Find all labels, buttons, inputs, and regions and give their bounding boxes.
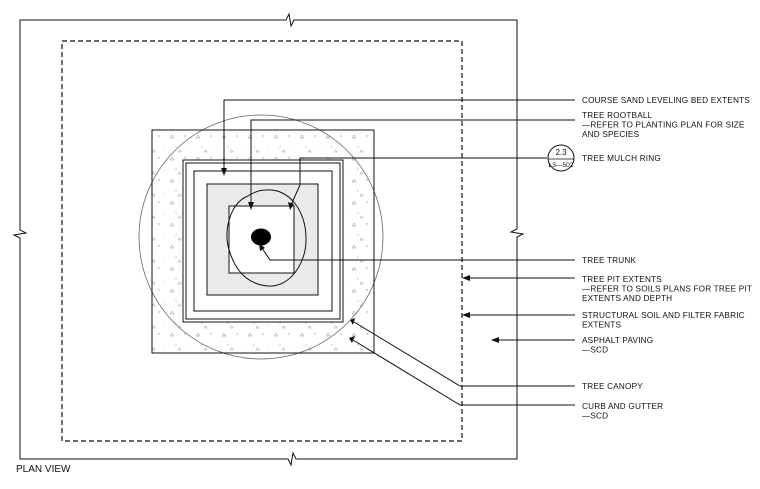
callout-labels: COURSE SAND LEVELING BED EXTENTS TREE RO… [582, 96, 752, 421]
label-pit-extents-2: —REFER TO SOILS PLANS FOR TREE PIT [582, 285, 752, 294]
leader-lines [221, 99, 575, 406]
label-asphalt-1: ASPHALT PAVING [582, 336, 653, 345]
label-sand-bed: COURSE SAND LEVELING BED EXTENTS [582, 96, 750, 105]
label-asphalt-2: —SCD [582, 346, 608, 355]
label-pit-extents-1: TREE PIT EXTENTS [582, 275, 662, 284]
tree-trunk [251, 228, 271, 246]
detail-ref-number: 2.3 [555, 148, 567, 157]
label-structural-soil-1: STRUCTURAL SOIL AND FILTER FABRIC [582, 311, 745, 320]
tree-canopy [138, 114, 384, 360]
label-curb-1: CURB AND GUTTER [582, 402, 663, 411]
label-structural-soil-2: EXTENTS [582, 321, 621, 330]
label-mulch-ring: TREE MULCH RING [582, 154, 661, 163]
label-canopy: TREE CANOPY [582, 382, 643, 391]
view-title: PLAN VIEW [16, 464, 71, 475]
tree-pit-extents [61, 40, 463, 442]
label-rootball-2: —REFER TO PLANTING PLAN FOR SIZE [582, 121, 745, 130]
label-trunk: TREE TRUNK [582, 256, 637, 265]
detail-ref-sheet: L3—502 [549, 162, 574, 169]
label-rootball-1: TREE ROOTBALL [582, 111, 653, 120]
tree-rootball [226, 189, 307, 287]
label-curb-2: —SCD [582, 412, 608, 421]
label-rootball-3: AND SPECIES [582, 130, 640, 139]
detail-reference-bubble: 2.3 L3—502 [547, 144, 575, 172]
paving-boundary [12, 12, 525, 467]
label-pit-extents-3: EXTENTS AND DEPTH [582, 294, 672, 303]
